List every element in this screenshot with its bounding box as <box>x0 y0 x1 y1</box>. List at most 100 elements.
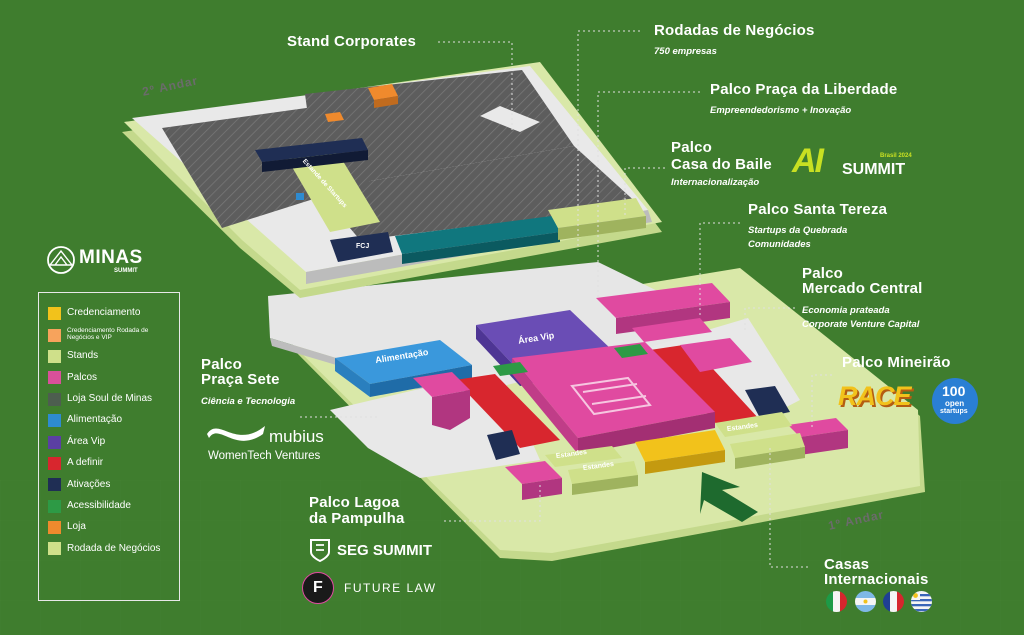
praca-sete-title-2: Praça Sete <box>201 371 280 388</box>
legend-item: Acessibilidade <box>48 496 171 517</box>
mubius-tagline: WomenTech Ventures <box>208 450 321 462</box>
stage-right-top <box>680 338 752 372</box>
stage-mineirao-top <box>788 418 848 437</box>
ai-mark: AI <box>792 142 824 180</box>
legend-swatch <box>48 349 61 363</box>
acessibilidade-left <box>493 362 528 376</box>
open-startups-num: 100 <box>942 383 966 399</box>
credenciamento-top <box>635 430 725 462</box>
legend-swatch <box>48 328 61 342</box>
praca-sete-subtitle: Ciência e Tecnologia <box>201 396 296 407</box>
mubius-ribbon-icon <box>207 426 265 441</box>
legend-label: Stands <box>67 350 99 362</box>
ai-summit-word: SUMMIT <box>842 161 906 178</box>
stage-mineirao-front <box>800 430 848 455</box>
legend-label: Área Vip <box>67 435 106 447</box>
legend-swatch <box>48 478 61 492</box>
ativacao-right <box>745 386 790 418</box>
legend-item: Credenciamento <box>48 303 171 324</box>
rodada-block-top <box>548 198 646 228</box>
flag-uruguay-icon <box>911 591 932 612</box>
praca-sete-title-1: Palco <box>201 356 243 373</box>
vitrine-startups-area <box>285 148 380 232</box>
stands-d <box>730 433 805 458</box>
mubius-word: mubius <box>269 427 324 446</box>
legend-label: Acessibilidade <box>67 499 131 511</box>
stage-lagoa-front <box>522 478 562 500</box>
future-law-logo: F FUTURE LAW <box>302 572 452 606</box>
loja-block-b <box>325 112 344 122</box>
floor-2-notch <box>480 106 540 132</box>
open-startups-logo: 100 open startups <box>932 378 978 424</box>
legend-swatch <box>48 456 61 470</box>
acessibilidade-right <box>614 344 648 358</box>
red-block-left <box>455 374 560 448</box>
casas-internacionais-title-1: Casas <box>824 556 870 573</box>
open-startups-line1: open <box>945 399 965 408</box>
legend-label: Palcos <box>67 371 98 383</box>
stage-lagoa-top <box>505 461 562 484</box>
ai-summit-logo: AI SUMMIT Brasil 2024 <box>792 142 922 184</box>
globe-icon <box>47 246 75 274</box>
casa-baile-title-2: Casa do Baile <box>671 156 772 173</box>
casa-baile-subtitle: Internacionalização <box>671 177 760 188</box>
lagoa-pampulha-title-1: Palco Lagoa <box>309 494 400 511</box>
alimentacao-top <box>335 340 472 384</box>
stage-praca-sete-front <box>432 390 470 430</box>
legend-label: Rodada de Negócios <box>67 542 161 554</box>
legend-swatch <box>48 414 61 428</box>
santa-tereza-title: Palco Santa Tereza <box>748 201 888 218</box>
credenciamento-front <box>645 450 725 474</box>
legend-swatch <box>48 392 61 406</box>
floor-1 <box>268 262 925 561</box>
legend-item: Ativações <box>48 474 171 495</box>
stage-mercado-top <box>596 283 730 318</box>
stands-grid-top <box>305 70 574 190</box>
santa-tereza-subtitle-2: Comunidades <box>748 239 811 250</box>
praca-liberdade-title: Palco Praça da Liberdade <box>710 81 898 98</box>
seg-summit-logo: SEG SUMMIT <box>309 538 449 564</box>
legend-item: Rodada de Negócios <box>48 538 171 559</box>
legend-item: Alimentação <box>48 410 171 431</box>
flag-argentina-icon <box>855 591 876 612</box>
alimentacao-side <box>335 358 370 397</box>
ai-summit-tag: Brasil 2024 <box>880 153 912 159</box>
stage-praca-sete-top <box>413 372 470 397</box>
legend-label: Credenciamento <box>67 307 141 319</box>
minas-summit-logo: MINAS SUMMIT <box>46 245 156 277</box>
legend-swatch <box>48 521 61 535</box>
mineirao-title: Palco Mineirão <box>842 354 951 371</box>
mercado-central-subtitle-1: Economia prateada <box>802 305 890 316</box>
mercado-central-title-2: Mercado Central <box>802 280 923 297</box>
stands-b-front <box>572 475 638 495</box>
small-blue-block <box>296 193 304 200</box>
mercado-central-title-1: Palco <box>802 265 844 282</box>
legend-item: Loja Soul de Minas <box>48 389 171 410</box>
legend-item: Credenciamento Rodada de Negócios e VIP <box>48 324 171 345</box>
future-law-word: FUTURE LAW <box>344 581 437 595</box>
fcj-label: FCJ <box>356 243 370 250</box>
mercado-central-subtitle-2: Corporate Venture Capital <box>802 319 920 330</box>
stands-a <box>545 446 622 467</box>
loja-block-a <box>368 84 398 100</box>
rodada-block-front <box>558 216 646 240</box>
stands-b <box>568 461 638 484</box>
stands-grid-main <box>318 146 640 240</box>
ativacao-left <box>487 430 520 460</box>
legend-label: Ativações <box>67 478 111 490</box>
legend-label: Alimentação <box>67 414 123 426</box>
lagoa-pampulha-title-2: da Pampulha <box>309 510 405 527</box>
mubius-logo: mubius WomenTech Ventures <box>205 420 335 466</box>
future-law-badge: F <box>302 572 334 604</box>
teal-block-front <box>402 232 560 264</box>
rodadas-title: Rodadas de Negócios <box>654 22 815 39</box>
seg-summit-word: SEG SUMMIT <box>337 542 433 559</box>
legend-item: Loja <box>48 517 171 538</box>
legend-label: Loja Soul de Minas <box>67 393 153 404</box>
floor-2 <box>122 62 662 298</box>
legend-label: A definir <box>67 457 104 469</box>
central-stage-front <box>578 412 715 454</box>
future-law-mark: F <box>313 579 323 596</box>
flag-france-icon <box>883 591 904 612</box>
